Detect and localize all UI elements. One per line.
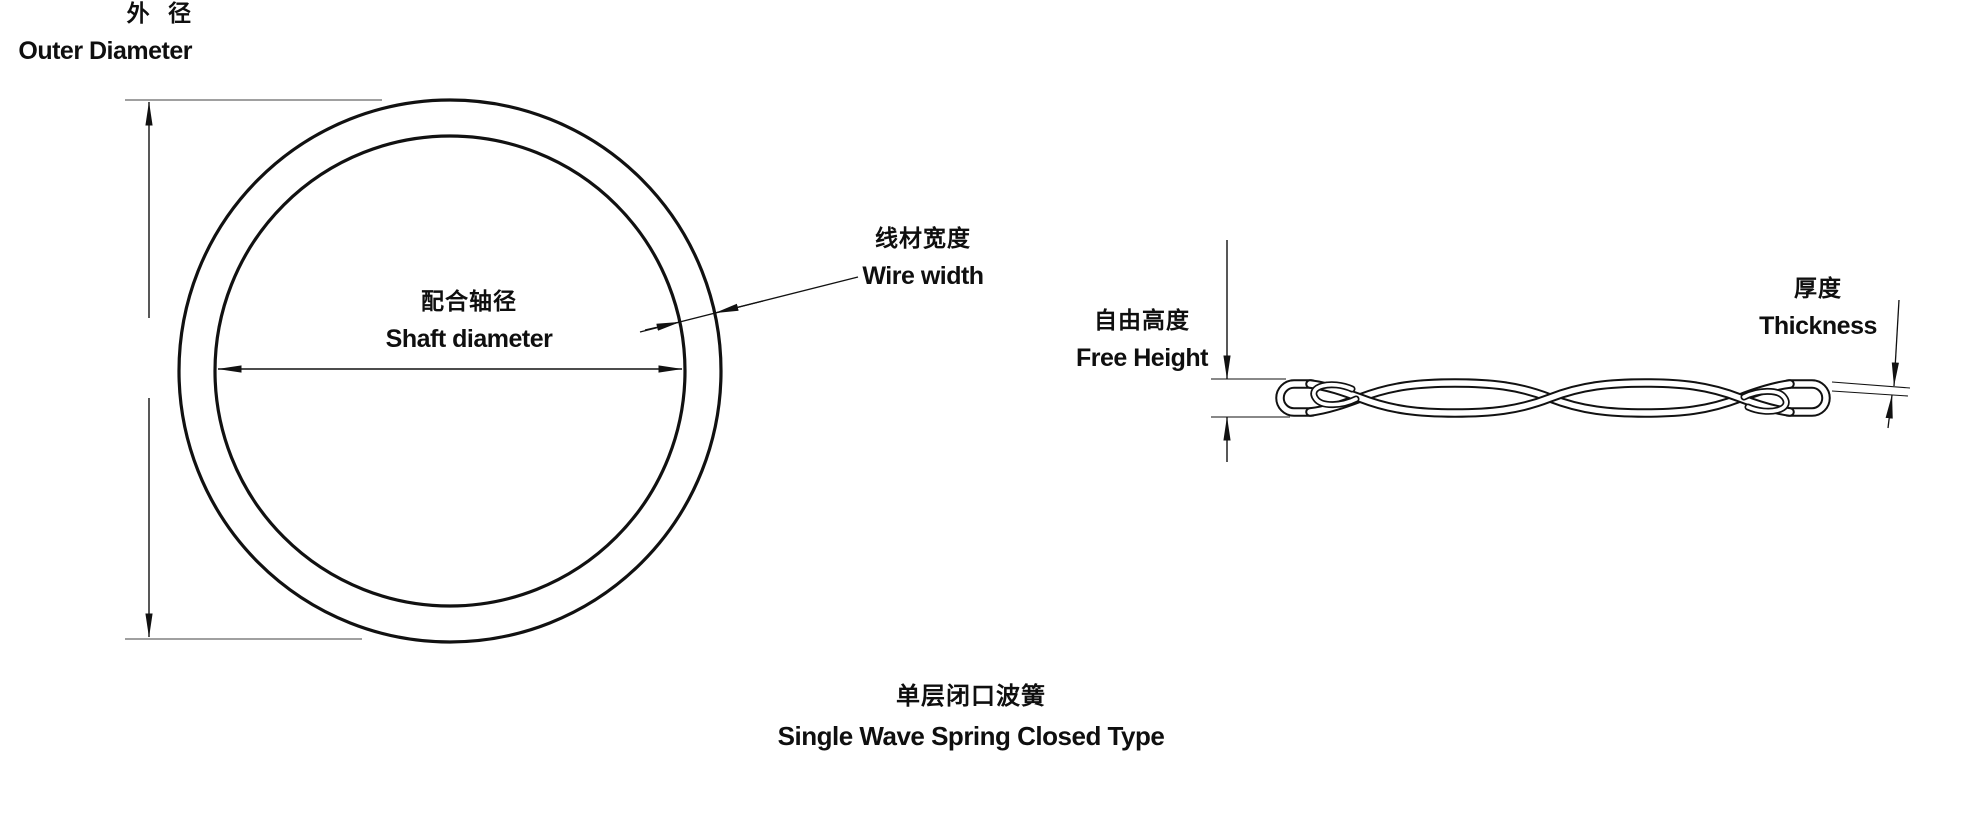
wire-width-label-zh: 线材宽度	[874, 225, 971, 251]
shaft-diameter-label-zh: 配合轴径	[420, 288, 517, 314]
free-height-label-en: Free Height	[1075, 343, 1209, 372]
ring-outer-circle	[177, 98, 723, 644]
wire-width-inner-arrow	[644, 321, 681, 331]
spring-left-end-overlap-curl-core	[1312, 382, 1358, 407]
thickness-label-en: Thickness	[1759, 311, 1877, 340]
drawing-caption: 单层闭口波簧 Single Wave Spring Closed Type	[778, 683, 1165, 752]
ring-inner-circle	[213, 134, 687, 608]
wave-spring-side-view	[1275, 378, 1831, 418]
wire-width-label-en: Wire width	[862, 261, 984, 290]
spring-right-end-overlap-curl-core	[1742, 389, 1788, 414]
spring-left-end-loop-core	[1277, 381, 1315, 415]
outer-diameter-label-en: Outer Diameter	[18, 36, 192, 65]
thickness-label: 厚度 Thickness	[1759, 275, 1877, 341]
free-height-label: 自由高度 Free Height	[1075, 307, 1209, 373]
thickness-label-zh: 厚度	[1794, 275, 1842, 301]
drawing-caption-en: Single Wave Spring Closed Type	[777, 720, 1165, 751]
shaft-diameter-label-en: Shaft diameter	[385, 324, 553, 353]
outer-diameter-label: 外 径 Outer Diameter	[0, 0, 192, 66]
spring-right-end-loop-core	[1785, 381, 1829, 415]
free-height-label-zh: 自由高度	[1094, 307, 1190, 333]
wire-width-outer-arrow	[714, 300, 764, 314]
shaft-diameter-label: 配合轴径 Shaft diameter	[386, 288, 553, 354]
spring-front-ribbon-core	[1307, 380, 1793, 416]
drawing-caption-zh: 单层闭口波簧	[895, 683, 1046, 710]
thickness-dimension-line-lower	[1885, 394, 1893, 429]
thickness-dimension-line-upper	[1891, 299, 1900, 387]
thickness-top-extension-line	[1831, 381, 1911, 389]
wire-width-label: 线材宽度 Wire width	[862, 225, 984, 291]
outer-diameter-label-zh: 外 径	[126, 0, 192, 26]
thickness-bottom-extension-line	[1831, 390, 1909, 397]
